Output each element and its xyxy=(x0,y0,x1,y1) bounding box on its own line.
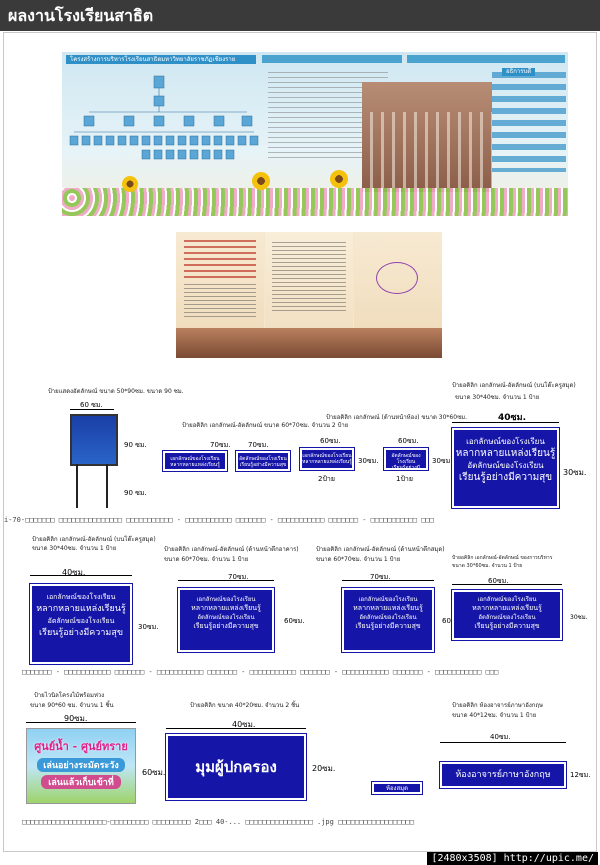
row3-sign3-caption: ป้ายอคิลิก เอกลักษณ์-อัตลักษณ์ (ด้านหน้า… xyxy=(316,546,445,553)
small-sign-4-count: 1ป้าย xyxy=(396,475,413,483)
small-sign-2-width: 70ซม. xyxy=(248,441,269,449)
small-sign-2: อัตลักษณ์ของโรงเรียนเรียนรู้อย่างมีความส… xyxy=(235,450,291,472)
small-sign-1-caption: ป้ายอคิลิก เอกลักษณ์-อัตลักษณ์ ขนาด 60*7… xyxy=(182,422,349,429)
row3-sign1-size: ขนาด 30*40ซม. จำนวน 1 ป้าย xyxy=(32,545,117,552)
english-sign: ห้องอาจารย์ภาษาอังกฤษ xyxy=(439,761,567,789)
garbled-caption-2: □□□□□□□ - □□□□□□□□□□□ □□□□□□□ - □□□□□□□□… xyxy=(22,668,499,676)
small-sign-4-height: 30ซม. xyxy=(432,457,453,465)
row3-sign1-width: 40ซม. xyxy=(62,568,86,577)
parent-sign: มุมผู้ปกครอง xyxy=(165,733,307,801)
vinyl-size: ขนาด 90*60 ซม. จำนวน 1 ชิ้น xyxy=(30,702,114,709)
library-sign: ห้องสมุด xyxy=(371,781,423,795)
stand-width: 60 ซม. xyxy=(80,401,103,409)
big-sign-line-3: อัตลักษณ์ของโรงเรียน xyxy=(467,461,544,470)
parent-sign-width: 40ซม. xyxy=(232,720,256,729)
row3-sign1-caption: ป้ายอคิลิก เอกลักษณ์-อัตลักษณ์ (บนโต๊ะคร… xyxy=(32,536,156,543)
page-header: ผลงานโรงเรียนสาธิต xyxy=(0,0,600,31)
english-sign-size: ขนาด 40*12ซม. จำนวน 1 ป้าย xyxy=(452,712,537,719)
row3-sign3-width: 70ซม. xyxy=(370,573,391,581)
small-sign-3-count: 2ป้าย xyxy=(318,475,335,483)
structure-poster: โครงสร้างการบริหารโรงเรียนสาธิตมหาวิทยาล… xyxy=(62,52,568,216)
vinyl-height: 60ซม. xyxy=(142,768,166,777)
vinyl-line-3: เล่นแล้วเก็บเข้าที่ xyxy=(41,775,121,789)
image-footer: [2480x3508] http://upic.me/ xyxy=(427,852,598,865)
row3-sign3-size: ขนาด 60*70ซม. จำนวน 1 ป้าย xyxy=(316,556,401,563)
stand-sign-board xyxy=(70,414,118,466)
vinyl-sign: ศูนย์น้ำ - ศูนย์ทราย เล่นอย่างระมัดระวัง… xyxy=(26,728,136,804)
big-sign-line-1: เอกลักษณ์ของโรงเรียน xyxy=(466,437,545,446)
garbled-caption-3: □□□□□□□□□□□□□□□□□□□□-□□□□□□□□□ □□□□□□□□□… xyxy=(22,818,414,826)
garbled-caption-1: i-70-□□□□□□□ □□□□□□□□□□□□□□□ □□□□□□□□□□□… xyxy=(4,516,434,524)
row3-sign2-width: 70ซม. xyxy=(228,573,249,581)
stand-height-bottom: 90 ซม. xyxy=(124,489,147,497)
poster-right-label: อธิการบดี xyxy=(502,68,536,76)
english-sign-height: 12ซม. xyxy=(570,771,591,779)
row3-sign2-size: ขนาด 60*70ซม. จำนวน 1 ป้าย xyxy=(164,556,249,563)
row3-sign4-height: 30ซม. xyxy=(570,614,588,621)
small-sign-4: อัตลักษณ์ของโรงเรียนเรียนรู้อย่างมีความส… xyxy=(383,447,429,477)
vinyl-caption: ป้ายไวนิลโครงไม้พร้อมห่วง xyxy=(34,692,105,699)
english-sign-width: 40ซม. xyxy=(490,733,511,741)
row3-sign4-caption: ป้ายอคิลิก เอกลักษณ์-อัตลักษณ์ ของการบริ… xyxy=(452,555,553,561)
small-sign-1: เอกลักษณ์ของโรงเรียนหลากหลายแหล่งเรียนรู… xyxy=(162,450,228,472)
big-sign-height: 30ซม. xyxy=(563,468,587,477)
vinyl-line-1: ศูนย์น้ำ - ศูนย์ทราย xyxy=(34,740,128,753)
row3-sign4-width: 60ซม. xyxy=(488,577,509,585)
small-sign-4-width: 60ซม. xyxy=(398,437,419,445)
stand-caption: ป้ายแสดงอัตลักษณ์ ขนาด 50*90ซม. ขนาด 90 … xyxy=(48,388,184,395)
big-sign-line-4: เรียนรู้อย่างมีความสุข xyxy=(458,472,553,483)
big-sign-line-2: หลากหลายแหล่งเรียนรู้ xyxy=(455,448,556,459)
page-title: ผลงานโรงเรียนสาธิต xyxy=(8,6,154,25)
small-sign-3-width: 60ซม. xyxy=(320,437,341,445)
stand-height-top: 90 ซม. xyxy=(124,441,147,449)
row3-sign1: เอกลักษณ์ของโรงเรียนหลากหลายแหล่งเรียนรู… xyxy=(29,583,133,665)
brochure-image xyxy=(176,232,442,358)
small-sign-3-caption: ป้ายอคิลิก เอกลักษณ์ (ด้านหน้าห้อง) ขนาด… xyxy=(326,414,468,421)
row3-sign2: เอกลักษณ์ของโรงเรียนหลากหลายแหล่งเรียนรู… xyxy=(177,587,275,653)
vinyl-width: 90ซม. xyxy=(64,714,88,723)
content-frame xyxy=(3,32,597,852)
big-sign-board: เอกลักษณ์ของโรงเรียน หลากหลายแหล่งเรียนร… xyxy=(451,427,560,509)
small-sign-3-height: 30ซม. xyxy=(358,457,379,465)
row3-sign3: เอกลักษณ์ของโรงเรียนหลากหลายแหล่งเรียนรู… xyxy=(341,587,435,653)
row3-sign2-caption: ป้ายอคิลิก เอกลักษณ์-อัตลักษณ์ (ด้านหน้า… xyxy=(164,546,299,553)
vinyl-line-2: เล่นอย่างระมัดระวัง xyxy=(37,758,125,772)
big-sign-caption: ป้ายอคิลิก เอกลักษณ์-อัตลักษณ์ (บนโต๊ะคร… xyxy=(452,382,576,389)
row3-sign4: เอกลักษณ์ของโรงเรียนหลากหลายแหล่งเรียนรู… xyxy=(451,589,563,641)
parent-sign-text: มุมผู้ปกครอง xyxy=(195,758,277,776)
big-sign-width: 40ซม. xyxy=(498,413,526,423)
row3-sign1-height: 30ซม. xyxy=(138,623,159,631)
row3-sign4-size: ขนาด 30*60ซม. จำนวน 1 ป้าย xyxy=(452,563,523,569)
small-sign-1-width: 70ซม. xyxy=(210,441,231,449)
org-chart xyxy=(69,75,259,160)
library-sign-text: ห้องสมุด xyxy=(385,785,408,792)
english-sign-text: ห้องอาจารย์ภาษาอังกฤษ xyxy=(455,770,551,780)
row3-sign2-height: 60ซม. xyxy=(284,617,305,625)
parent-sign-height: 20ซม. xyxy=(312,764,336,773)
english-sign-caption: ป้ายอคิลิก ห้องอาจารย์ภาษาอังกฤษ xyxy=(452,702,544,709)
parent-sign-caption: ป้ายอคิลิก ขนาด 40*20ซม. จำนวน 2 ชิ้น xyxy=(190,702,300,709)
big-sign-size: ขนาด 30*40ซม. จำนวน 1 ป้าย xyxy=(455,394,540,401)
small-sign-3: เอกลักษณ์ของโรงเรียนหลากหลายแหล่งเรียนรู… xyxy=(299,447,355,471)
poster-title: โครงสร้างการบริหารโรงเรียนสาธิตมหาวิทยาล… xyxy=(70,56,236,63)
